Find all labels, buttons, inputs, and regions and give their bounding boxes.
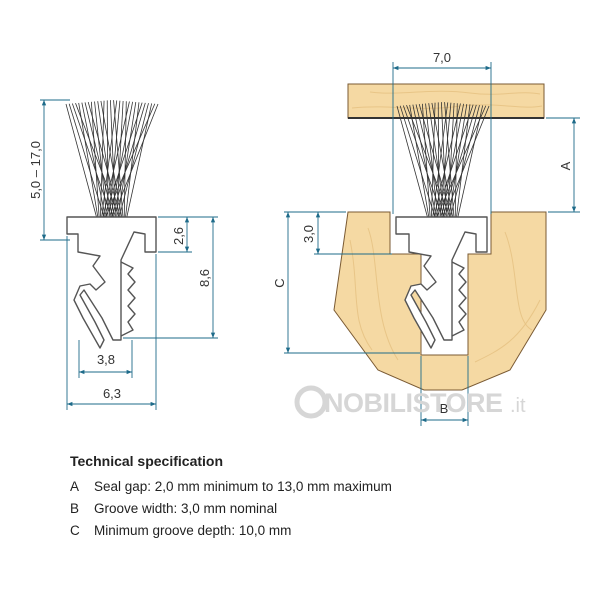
barb-fins: [120, 261, 136, 337]
bristle: [430, 105, 487, 231]
bristle: [87, 101, 125, 231]
bristle: [106, 100, 109, 231]
spec-key: A: [70, 479, 80, 494]
spec-item-a: A Seal gap: 2,0 mm minimum to 13,0 mm ma…: [70, 476, 570, 498]
bristles: [396, 102, 490, 231]
bristle: [81, 102, 109, 231]
spec-title: Technical specification: [70, 453, 224, 469]
base-width-label: 6,3: [103, 386, 121, 401]
bristle: [75, 103, 125, 231]
bristle: [123, 101, 127, 231]
bristle: [430, 102, 449, 231]
bristle: [446, 102, 455, 231]
left-dimensions: [40, 99, 218, 410]
groove-width-label: B: [440, 401, 449, 416]
bristle: [415, 104, 448, 231]
bristle: [430, 103, 461, 231]
bristle: [412, 104, 440, 231]
bristle: [421, 103, 432, 231]
watermark-brand: NOBILISTORE: [324, 388, 503, 418]
bristle: [431, 102, 456, 231]
bristle: [444, 102, 456, 231]
watermark-logo: NOBILISTORE .it: [294, 385, 526, 419]
spec-item-c: C Minimum groove depth: 10,0 mm: [70, 520, 570, 542]
groove-base-height-label: 3,0: [301, 225, 316, 243]
bristle: [438, 103, 465, 231]
bristle: [399, 105, 440, 231]
bristle: [113, 100, 125, 231]
brush-height-label: 5,0 – 17,0: [28, 141, 43, 199]
technical-specification: Technical specification A Seal gap: 2,0 …: [70, 453, 570, 542]
spec-text: Minimum groove depth: 10,0 mm: [94, 523, 292, 538]
bristle: [115, 100, 124, 231]
spec-item-b: B Groove width: 3,0 mm nominal: [70, 498, 570, 520]
bristle: [110, 100, 117, 231]
watermark-suffix: .it: [510, 395, 526, 417]
bristle: [438, 104, 477, 231]
carrier-profile: [395, 216, 488, 349]
bristle: [84, 102, 117, 231]
total-height-label: 8,6: [197, 269, 212, 287]
bristle: [437, 102, 440, 231]
bristle: [123, 103, 153, 231]
bristle: [99, 100, 105, 231]
bristle: [97, 101, 117, 231]
bristle: [90, 101, 101, 231]
left-weatherstrip-profile: [65, 100, 159, 349]
spec-text: Groove width: 3,0 mm nominal: [94, 501, 278, 516]
bristle: [438, 102, 452, 231]
bristle: [107, 100, 121, 231]
bristle: [409, 104, 432, 231]
base-height-label: 2,6: [171, 227, 186, 245]
bristle: [115, 103, 149, 231]
bristle: [65, 103, 101, 231]
bristle: [78, 102, 101, 231]
bristle: [446, 104, 468, 231]
bristle: [396, 105, 432, 231]
bristle: [107, 103, 159, 231]
spec-key: B: [70, 501, 80, 516]
spec-text: Seal gap: 2,0 mm minimum to 13,0 mm maxi…: [94, 479, 392, 494]
bristle: [425, 103, 440, 231]
bristle: [123, 102, 140, 231]
bristle: [107, 102, 146, 231]
bristle: [438, 105, 490, 231]
bristle: [68, 103, 109, 231]
stem-width-label: 3,8: [97, 352, 115, 367]
bristle: [107, 101, 134, 231]
barb-fins: [451, 261, 467, 337]
right-weatherstrip-profile: [395, 102, 490, 349]
bristles: [65, 100, 159, 231]
bristle: [430, 102, 436, 231]
bristle: [99, 102, 143, 231]
top-width-label: 7,0: [433, 50, 451, 65]
bristle: [94, 101, 109, 231]
carrier-profile: [66, 216, 157, 349]
bristle: [454, 105, 484, 231]
upper-wood-panel: [347, 83, 545, 119]
bristle: [406, 105, 456, 231]
bristle: [99, 100, 118, 231]
bristle: [99, 101, 130, 231]
bristle: [441, 102, 448, 231]
bristle: [454, 104, 471, 231]
bristle: [428, 103, 448, 231]
bristle: [430, 104, 474, 231]
groove-depth-label: C: [272, 278, 287, 287]
bristle: [100, 100, 125, 231]
seal-gap-label: A: [558, 161, 573, 170]
right-dimensions: [284, 62, 580, 426]
bristle: [115, 102, 137, 231]
bristle: [454, 103, 458, 231]
bristle: [99, 103, 156, 231]
bristle: [418, 103, 456, 231]
bristle: [446, 105, 480, 231]
spec-key: C: [70, 523, 80, 538]
